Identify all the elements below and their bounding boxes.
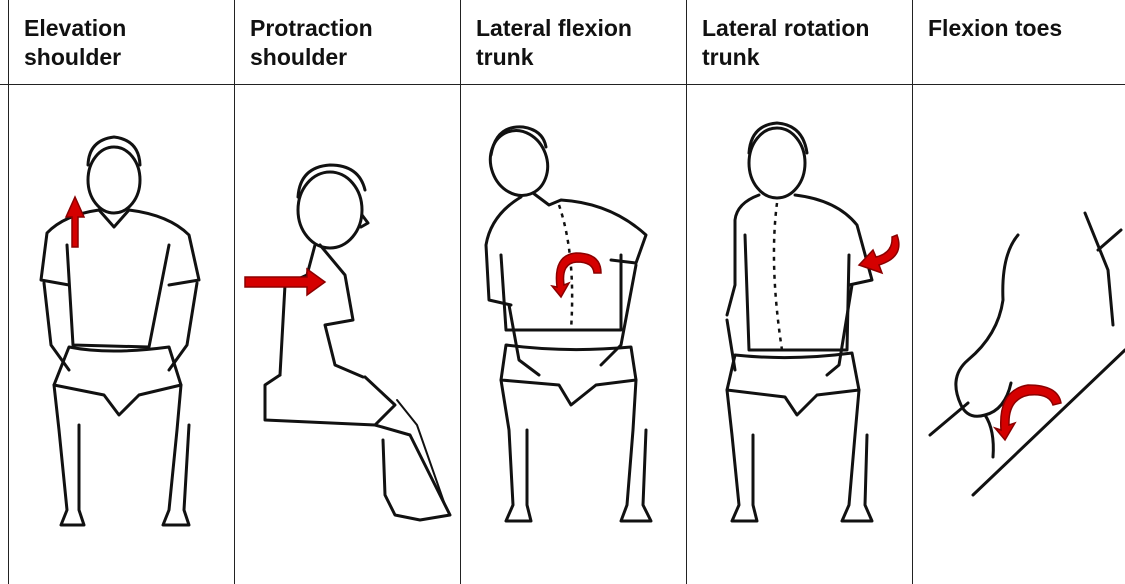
header-line-2: trunk <box>702 43 869 72</box>
seated-figure-side <box>265 165 450 520</box>
header-line-1: Protraction <box>250 14 373 43</box>
header-line-2: trunk <box>476 43 632 72</box>
seated-figure-rotation <box>727 123 872 521</box>
illustration-elevation-shoulder <box>9 85 234 584</box>
header-line-1: Lateral rotation <box>702 14 869 43</box>
seated-figure-lateral-flexion <box>481 122 651 521</box>
seated-figure-front <box>41 137 199 525</box>
curved-arrow-icon <box>552 253 601 297</box>
illustration-lateral-rotation-trunk <box>687 85 912 584</box>
header-line-2: shoulder <box>24 43 126 72</box>
header-line-1: Flexion toes <box>928 14 1062 43</box>
header-lateral-rotation-trunk: Lateral rotation trunk <box>702 14 869 72</box>
illustration-flexion-toes <box>913 85 1125 584</box>
header-line-1: Lateral flexion <box>476 14 632 43</box>
header-flexion-toes: Flexion toes <box>928 14 1062 43</box>
header-line-1: Elevation <box>24 14 126 43</box>
illustration-protraction-shoulder <box>235 85 460 584</box>
curved-arrow-icon <box>995 385 1061 440</box>
up-arrow-icon <box>66 197 84 247</box>
header-lateral-flexion-trunk: Lateral flexion trunk <box>476 14 632 72</box>
illustration-lateral-flexion-trunk <box>461 85 686 584</box>
header-elevation-shoulder: Elevation shoulder <box>24 14 126 72</box>
header-protraction-shoulder: Protraction shoulder <box>250 14 373 72</box>
header-line-2: shoulder <box>250 43 373 72</box>
foot-figure <box>930 213 1125 495</box>
